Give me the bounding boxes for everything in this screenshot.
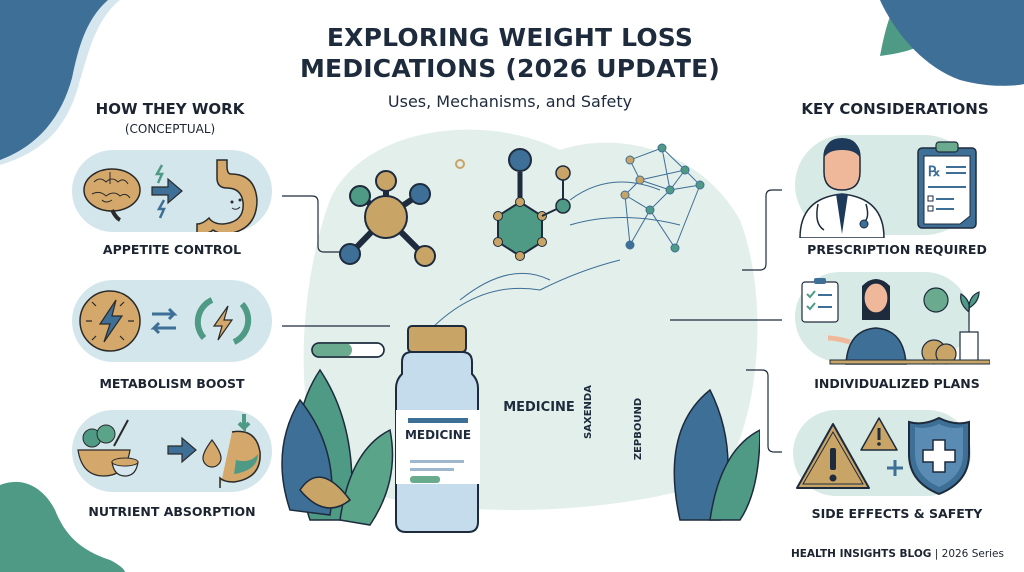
right-section-heading: KEY CONSIDERATIONS xyxy=(801,100,989,118)
food-bowl-icon xyxy=(77,419,139,477)
energy-badge-icon xyxy=(79,290,141,352)
footer: HEALTH INSIGHTS BLOG | 2026 Series xyxy=(791,548,1004,560)
plant-icon xyxy=(959,291,980,363)
vial-right-label: MEDICINE xyxy=(503,400,575,415)
progress-pill-icon xyxy=(311,342,385,358)
nutrient-absorption-label: NUTRIENT ABSORPTION xyxy=(88,504,256,519)
title-line-1: EXPLORING WEIGHT LOSS xyxy=(326,23,694,52)
prescription-required-label: PRESCRIPTION REQUIRED xyxy=(807,242,987,257)
checklist-icon xyxy=(801,278,839,323)
person-icon xyxy=(827,279,907,365)
side-effects-safety-label: SIDE EFFECTS & SAFETY xyxy=(811,506,983,521)
brain-icon xyxy=(83,168,141,222)
exchange-arrows-icon xyxy=(150,307,178,335)
metabolism-boost-label: METABOLISM BOOST xyxy=(99,376,245,391)
title-line-2: MEDICATIONS (2026 UPDATE) xyxy=(299,54,721,83)
plus-icon xyxy=(887,460,903,476)
hexagon-molecule-icon xyxy=(493,148,571,261)
molecule-icon xyxy=(339,159,465,267)
stomach-icon xyxy=(196,159,258,232)
page-title: EXPLORING WEIGHT LOSS MEDICATIONS (2026 … xyxy=(280,22,740,84)
zepbound-label: ZEPBOUND xyxy=(633,397,644,461)
center-illustration xyxy=(281,143,760,533)
network-icon xyxy=(429,143,705,331)
footer-separator: | xyxy=(934,548,939,560)
arrow-right-icon xyxy=(167,436,197,464)
apple-icon xyxy=(921,287,957,365)
medicine-vial-left xyxy=(395,325,480,533)
shield-cross-icon xyxy=(908,416,970,496)
leaves-left-icon xyxy=(281,368,394,526)
footer-brand: HEALTH INSIGHTS BLOG xyxy=(790,548,932,560)
doctor-icon xyxy=(799,138,885,238)
left-section-subheading: (CONCEPTUAL) xyxy=(124,122,216,136)
footer-series: 2026 Series xyxy=(941,548,1004,560)
leaves-right-icon xyxy=(673,388,760,521)
svg-text:℞: ℞ xyxy=(928,164,941,180)
stomach-icon xyxy=(219,414,261,488)
cycle-lightning-icon xyxy=(194,297,252,345)
page-subtitle: Uses, Mechanisms, and Safety xyxy=(387,92,633,111)
appetite-control-label: APPETITE CONTROL xyxy=(102,242,242,257)
left-section-heading: HOW THEY WORK xyxy=(95,100,245,118)
individualized-plans-label: INDIVIDUALIZED PLANS xyxy=(814,376,980,391)
warning-icon xyxy=(796,417,898,489)
lightning-icon xyxy=(154,164,166,219)
droplet-icon xyxy=(202,438,222,468)
saxenda-label: SAXENDA xyxy=(583,385,594,439)
arrow-right-icon xyxy=(151,177,183,205)
rx-clipboard-icon: ℞ xyxy=(917,141,977,229)
vial-left-label: MEDICINE xyxy=(404,428,472,442)
